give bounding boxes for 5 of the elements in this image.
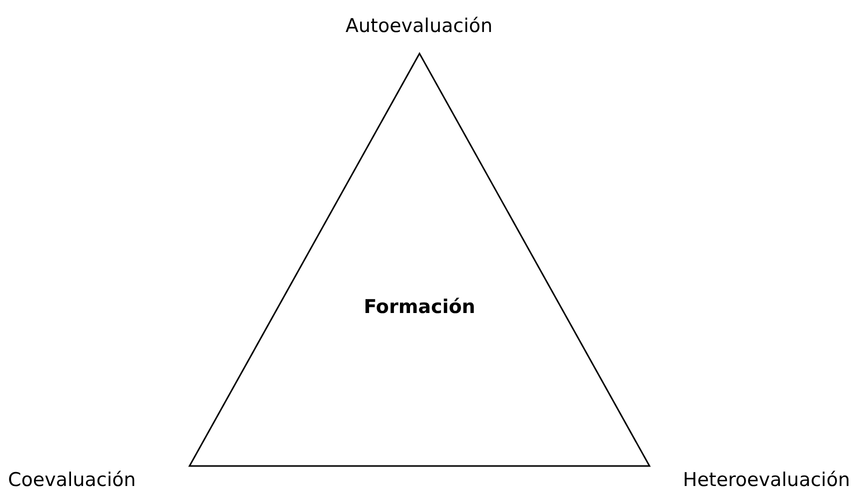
center-label: Formación [362, 296, 476, 318]
vertex-label: Heteroevaluación [682, 469, 850, 491]
vertex-label: Autoevaluación [345, 15, 493, 37]
triangle-shape [189, 53, 650, 467]
vertex-label: Coevaluación [8, 469, 136, 491]
